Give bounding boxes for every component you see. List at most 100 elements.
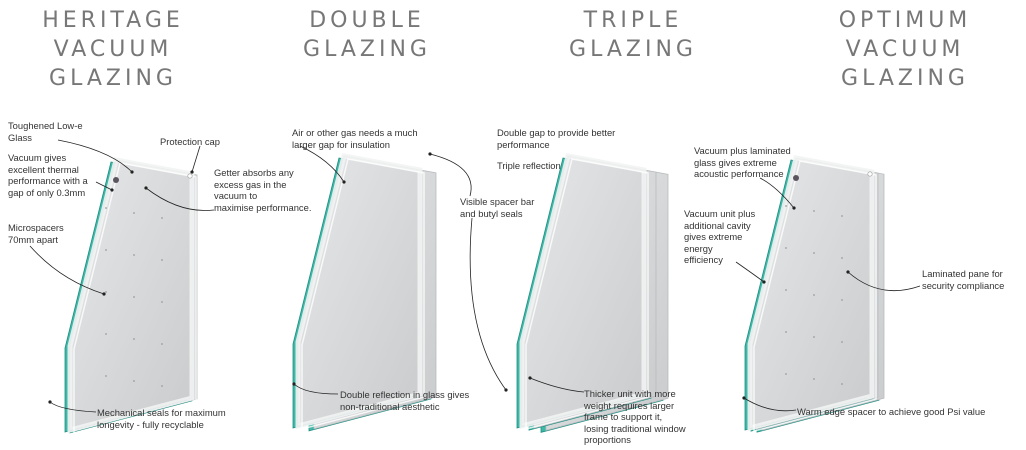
optimum-unit-microspacer bbox=[785, 205, 787, 207]
note-protection-cap: Protection cap bbox=[160, 136, 220, 147]
heritage-unit-microspacer bbox=[161, 343, 163, 345]
heritage-unit-microspacer bbox=[161, 301, 163, 303]
leader-getter-head bbox=[144, 186, 148, 190]
optimum-unit-pane-0 bbox=[749, 157, 873, 429]
heritage-unit-frame bbox=[67, 157, 195, 434]
leader-getter bbox=[145, 187, 215, 211]
leader-laminated-pane-head bbox=[846, 270, 850, 274]
optimum-unit-microspacer bbox=[813, 210, 815, 212]
leader-laminated-pane bbox=[847, 271, 921, 292]
optimum-unit-microspacer bbox=[813, 336, 815, 338]
leader-spacer-top bbox=[429, 153, 472, 197]
leader-toughened-head bbox=[130, 170, 134, 174]
double-unit-pane-0 bbox=[297, 155, 421, 427]
triple-unit-frame bbox=[519, 153, 647, 430]
leader-vacuum-gap bbox=[95, 181, 113, 191]
heritage-unit-protection-cap bbox=[187, 173, 193, 179]
heritage-unit-microspacer bbox=[105, 291, 107, 293]
heritage-unit-microspacer bbox=[105, 375, 107, 377]
leader-spacer-side bbox=[469, 217, 507, 391]
leader-vacuum-laminated bbox=[759, 177, 795, 209]
optimum-unit-microspacer bbox=[841, 383, 843, 385]
optimum-unit bbox=[744, 155, 885, 433]
optimum-unit-getter-dot bbox=[793, 175, 799, 181]
leader-spacer-side-head bbox=[504, 388, 508, 392]
heritage-unit-getter-dot bbox=[113, 177, 119, 183]
heritage-unit-microspacer bbox=[105, 249, 107, 251]
leader-thicker bbox=[529, 377, 585, 393]
heritage-unit-microspacer bbox=[133, 338, 135, 340]
note-triple-reflection: Triple reflection bbox=[497, 160, 561, 171]
double-unit bbox=[292, 153, 437, 432]
optimum-unit-microspacer bbox=[785, 247, 787, 249]
leader-warm-edge bbox=[743, 397, 797, 412]
heritage-unit-microspacer bbox=[133, 296, 135, 298]
optimum-unit-microspacer bbox=[785, 289, 787, 291]
optimum-unit-microspacer bbox=[785, 373, 787, 375]
leader-protection-cap-head bbox=[190, 170, 194, 174]
heritage-unit-microspacer bbox=[105, 333, 107, 335]
note-warm-edge: Warm edge spacer to achieve good Psi val… bbox=[797, 406, 986, 417]
double-unit-frame bbox=[295, 153, 423, 430]
leader-vacuum-laminated-head bbox=[792, 206, 796, 210]
leader-thicker-head bbox=[528, 376, 532, 380]
heritage-unit-microspacer bbox=[105, 207, 107, 209]
optimum-unit-protection-cap bbox=[867, 171, 873, 177]
heritage-unit-highlight bbox=[73, 162, 197, 434]
leader-spacer-top-head bbox=[428, 152, 432, 156]
leader-air-gap-head bbox=[342, 180, 346, 184]
heritage-unit-microspacer bbox=[133, 212, 135, 214]
heritage-unit-microspacer bbox=[133, 254, 135, 256]
optimum-unit-frame bbox=[747, 155, 875, 432]
heritage-unit-microspacer bbox=[161, 385, 163, 387]
leader-microspacers bbox=[29, 245, 105, 295]
leader-air-gap bbox=[299, 145, 345, 183]
heritage-unit-microspacer bbox=[161, 217, 163, 219]
heritage-unit bbox=[64, 157, 198, 434]
leader-vacuum-cavity-head bbox=[762, 280, 766, 284]
triple-unit-pane-0 bbox=[521, 155, 645, 427]
optimum-unit-microspacer bbox=[841, 257, 843, 259]
optimum-unit-microspacer bbox=[813, 252, 815, 254]
leader-mechanical-seals bbox=[49, 401, 97, 413]
triple-unit bbox=[516, 153, 669, 433]
leader-toughened bbox=[57, 139, 133, 173]
heritage-unit-microspacer bbox=[161, 259, 163, 261]
leader-microspacers-head bbox=[102, 292, 106, 296]
leader-double-reflection bbox=[293, 383, 339, 395]
heritage-unit-microspacer bbox=[133, 380, 135, 382]
leader-double-reflection-head bbox=[292, 382, 296, 386]
double-unit-highlight bbox=[301, 158, 425, 430]
optimum-unit-microspacer bbox=[841, 341, 843, 343]
optimum-unit-microspacer bbox=[841, 299, 843, 301]
optimum-unit-microspacer bbox=[785, 331, 787, 333]
leader-mechanical-seals-head bbox=[48, 400, 52, 404]
optimum-unit-highlight bbox=[753, 160, 877, 432]
leader-warm-edge-head bbox=[742, 396, 746, 400]
triple-unit-highlight bbox=[525, 158, 649, 430]
heritage-unit-pane-0 bbox=[69, 159, 193, 431]
optimum-unit-microspacer bbox=[813, 294, 815, 296]
leader-vacuum-gap-head bbox=[110, 188, 114, 192]
leader-protection-cap bbox=[191, 145, 201, 173]
optimum-unit-microspacer bbox=[813, 378, 815, 380]
leader-vacuum-cavity bbox=[735, 261, 765, 283]
